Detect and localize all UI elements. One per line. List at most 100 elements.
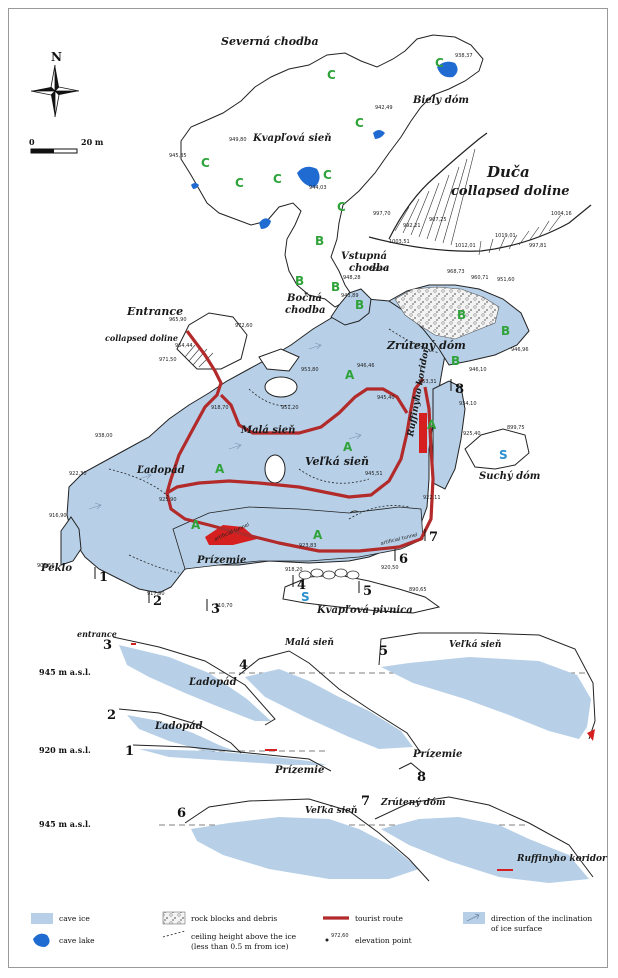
elevation-point: 972,60 [235,323,253,329]
zone-c: C [435,56,444,70]
suchy-dom-outline [464,428,530,470]
zone-b: B [457,308,466,322]
label-bocna: Bočná [286,293,322,304]
level-920: 920 m a.s.l. [39,745,91,755]
elevation-point: 946,96 [511,347,529,353]
peklo-outline [60,516,82,566]
section-marker-6: 6 [399,552,408,567]
zone-b: B [315,234,324,248]
elevation-point: 945,40 [377,395,395,401]
zone-s: S [301,590,310,604]
zone-a: A [313,528,323,542]
legend-swatch-ceiling [162,930,186,938]
section-marker-8: 8 [455,382,464,397]
elevation-point: 944,03 [309,185,327,191]
section-2-outline [118,708,242,754]
zone-a: A [427,418,437,432]
legend-elevation-dot [325,938,329,942]
legend-swatch-cave-ice [31,913,53,924]
elevation-point: 951,20 [281,405,299,411]
label-duca: Duča [486,163,530,181]
rock-pillar [264,454,286,484]
legend-direction-1: direction of the inclination [491,914,592,923]
zone-s: S [499,448,508,462]
elevation-point: 1003,51 [389,239,410,245]
zone-b: B [451,354,460,368]
label-bocna-chodba: chodba [285,305,326,316]
elevation-point: 1004,16 [551,211,572,217]
section-entrance: entrance [77,629,117,639]
legend-ceiling-2: (less than 0.5 m from ice) [191,942,289,951]
elevation-point: 953,31 [419,379,437,385]
section-4-outline [238,650,422,754]
label-duca-doline: collapsed doline [451,184,570,199]
elevation-point: 971,50 [159,357,177,363]
legend-swatch-inclination [463,912,485,924]
cave-ice-bocna [330,288,372,326]
zone-c: C [337,200,346,214]
section-velka-2: Veľká sieň [305,805,357,816]
elevation-point: 934,10 [459,401,477,407]
zone-c: C [201,156,210,170]
section-red-mark [265,749,277,751]
label-suchy-dom: Suchý dóm [479,471,540,482]
elevation-point: 922,11 [423,495,441,501]
section-velka: Veľká sieň [449,639,501,650]
zone-c: C [273,172,282,186]
ceiling-height-lines [108,328,440,574]
zone-b: B [295,274,304,288]
section-2-number: 2 [107,708,116,723]
section-5-red [587,729,595,741]
cave-lake [191,183,199,189]
label-kvaplova-pivnica: Kvapľová pivnica [316,605,413,616]
label-vstupna: Vstupná [341,251,387,262]
zone-c: C [235,176,244,190]
elevation-point: 942,49 [375,105,393,111]
map-frame: N 0 20 m [8,8,608,968]
elevation-point: 890,65 [409,587,427,593]
section-7-number: 7 [361,794,370,809]
elevation-point: 938,00 [95,433,113,439]
elevation-point: 918,20 [285,567,303,573]
section-marker-2: 2 [153,594,162,609]
legend: cave ice cave lake rock blocks and debri… [31,911,592,951]
section-6-number: 6 [177,806,186,821]
section-2-ice [127,715,235,751]
elevation-point: 997,70 [373,211,391,217]
elevation-point: 953,80 [301,367,319,373]
legend-elevation-value: 972,60 [331,933,349,939]
section-3-outline [112,636,276,726]
zone-labels: C C C C C C C C B B B B B B B A A A A A … [191,56,510,604]
label-velka-sien: Veľká sieň [305,455,369,468]
cave-lake [259,218,271,229]
scale-end: 20 m [81,137,104,147]
elevation-point: 1012,01 [455,243,476,249]
duca-slope-hatching [394,148,562,256]
section-4-ice [245,669,413,749]
elevation-point: 907,25 [429,217,447,223]
zone-c: C [323,168,332,182]
elevation-point: 910,70 [215,603,233,609]
section-8-edge [398,762,424,774]
label-entrance: Entrance [126,305,183,318]
section-marker-3: 3 [211,602,220,617]
section-markers [94,379,452,611]
section-prizemie: Prízemie [274,765,324,776]
tourist-route-inner [219,387,409,435]
section-5-outline [378,632,596,740]
legend-rock: rock blocks and debris [191,914,277,923]
section-6-outline [184,798,430,882]
elevation-point: 964,44 [175,343,193,349]
section-3-ice [119,645,271,721]
legend-ceiling-1: ceiling height above the ice [191,932,297,941]
elevation-point: 925,90 [159,497,177,503]
elevation-point: 965,90 [169,317,187,323]
section-marker-1: 1 [99,570,108,585]
zone-a: A [191,518,201,532]
section-marker-7: 7 [429,530,438,545]
elevation-point: 943,89 [341,293,359,299]
tourist-route [165,330,425,499]
section-mala: Malá sieň [284,637,334,648]
legend-cave-ice: cave ice [59,914,90,923]
label-kvaplova-sien: Kvapľová sieň [252,133,332,144]
